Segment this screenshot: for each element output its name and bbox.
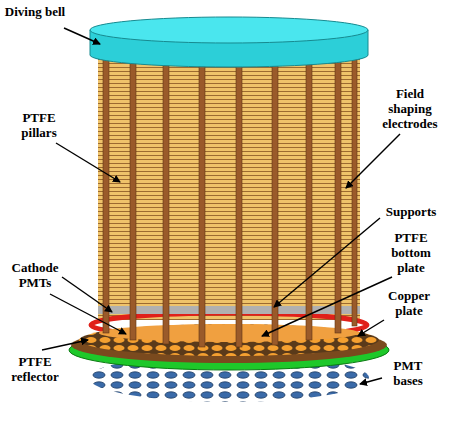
part-label: Supports xyxy=(380,204,442,219)
part-label: PTFE bottom plate xyxy=(382,230,440,275)
part-label: PTFE pillars xyxy=(8,110,70,140)
part-label: PTFE reflector xyxy=(4,354,66,384)
pillar xyxy=(103,48,109,333)
leader-line xyxy=(358,320,384,336)
pillar xyxy=(352,46,357,326)
pillar xyxy=(163,52,169,344)
pillar xyxy=(272,52,278,345)
part-label: Diving bell xyxy=(4,4,66,19)
part-label: Cathode PMTs xyxy=(4,260,66,290)
bottom-pmts xyxy=(79,324,379,356)
field-shaping-electrodes xyxy=(98,55,360,320)
leader-line xyxy=(62,277,112,312)
cathode-pmts xyxy=(99,324,359,342)
leader-line xyxy=(274,218,380,307)
pillar xyxy=(236,52,242,347)
part-label: PMT bases xyxy=(380,358,436,388)
part-label: Copper plate xyxy=(380,288,438,318)
leader-line xyxy=(56,143,120,182)
part-label: Field shaping electrodes xyxy=(376,86,444,131)
pillar xyxy=(335,48,341,333)
leader-lines xyxy=(42,28,400,384)
leader-line xyxy=(262,277,392,336)
leader-line xyxy=(346,134,400,188)
leader-line xyxy=(42,340,88,350)
pillar xyxy=(199,52,205,347)
leader-line xyxy=(50,294,126,334)
pillar xyxy=(306,50,312,340)
leader-line xyxy=(64,28,100,44)
diving-bell-top xyxy=(90,17,368,43)
ptfe-pillars xyxy=(103,46,357,347)
leader-line xyxy=(360,378,382,384)
pillar xyxy=(130,50,136,340)
